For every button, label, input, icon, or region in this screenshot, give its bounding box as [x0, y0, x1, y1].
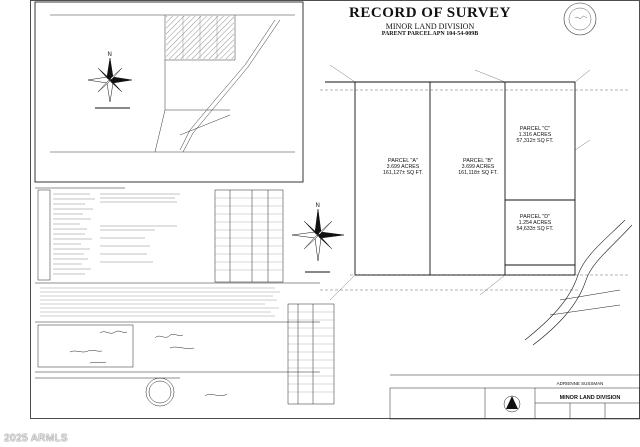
parcel-a-acres: 3.699 ACRES	[386, 164, 420, 171]
parcel-a-label: PARCEL "A" 3.699 ACRES 161,127± SQ FT.	[373, 158, 433, 177]
surveyor-name: ADRIENNE SUSSMAN	[556, 381, 604, 386]
survey-subtitle: MINOR LAND DIVISION	[385, 22, 475, 31]
parcel-c-acres: 1.316 ACRES	[518, 132, 552, 139]
legend-text-lines	[53, 193, 180, 275]
parcel-c-label: PARCEL "C" 1.316 ACRES 57,312± SQ FT.	[505, 126, 565, 145]
parcel-b-label: PARCEL "B" 3.699 ACRES 161,118± SQ FT.	[448, 158, 508, 177]
survey-title: RECORD OF SURVEY	[349, 5, 511, 21]
notes-text-lines	[40, 287, 280, 317]
parcel-b-acres: 3.699 ACRES	[461, 164, 495, 171]
parcel-c-name: PARCEL "C"	[519, 126, 551, 132]
parcel-b-name: PARCEL "B"	[463, 158, 493, 164]
svg-text:N: N	[316, 203, 320, 209]
parcel-b-sqft: 161,118± SQ FT.	[458, 170, 498, 177]
parcel-a-sqft: 161,127± SQ FT.	[382, 170, 423, 177]
parcel-a-name: PARCEL "A"	[388, 158, 418, 164]
survey-drawing: N N	[30, 0, 640, 420]
parcel-c-sqft: 57,312± SQ FT.	[516, 138, 554, 145]
parcel-d-sqft: 54,633± SQ FT.	[516, 226, 554, 233]
parcel-d-name: PARCEL "D"	[519, 214, 551, 220]
parcel-d-acres: 1.254 ACRES	[518, 220, 552, 227]
svg-text:N: N	[108, 52, 112, 58]
parcel-d-label: PARCEL "D" 1.254 ACRES 54,633± SQ FT.	[505, 214, 565, 233]
parent-parcel-label: PARENT PARCEL APN 104-54-009B	[381, 31, 479, 37]
copyright-watermark: 2025 ARMLS	[4, 433, 68, 444]
title-block-label: MINOR LAND DIVISION	[559, 395, 621, 401]
